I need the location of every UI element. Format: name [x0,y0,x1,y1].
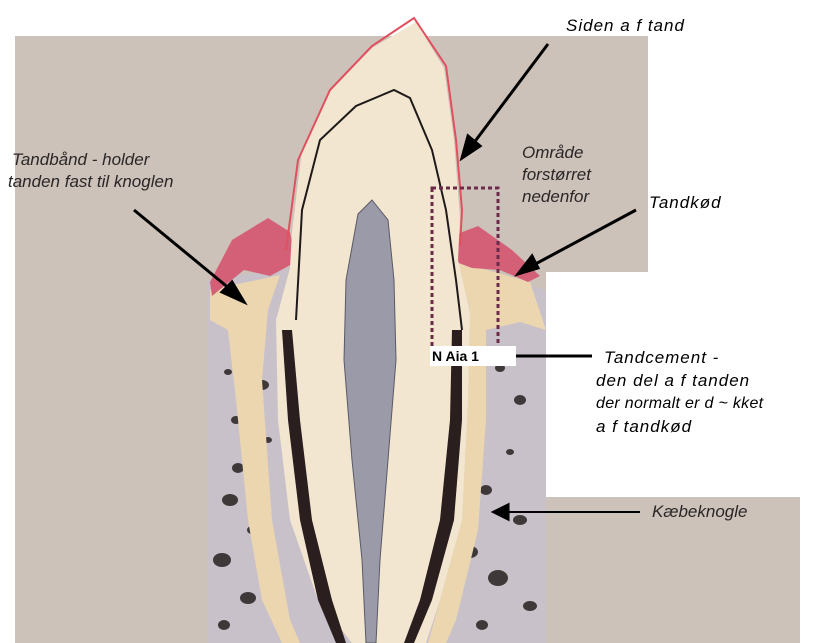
label-tandkoed: Tandkød [649,193,722,213]
label-omraade-line1: Område [522,143,583,163]
label-tandcement-line2: den del a f tanden [596,371,750,391]
label-fig-ref: N Aia 1 [432,348,479,364]
label-kaebeknogle: Kæbeknogle [652,502,747,522]
label-tandcement-line3: der normalt er d ~ kket [596,394,763,414]
label-omraade-line3: nedenfor [522,187,589,207]
label-tandcement-line4: a f tandkød [596,417,692,437]
label-tandcement-line1: Tandcement - [604,348,719,368]
label-omraade-line2: forstørret [522,165,591,185]
label-tandbaand-line2: tanden fast til knoglen [8,172,173,192]
label-siden-af-tand: Siden a f tand [566,16,685,36]
label-tandbaand-line1: Tandbånd - holder [12,150,149,170]
